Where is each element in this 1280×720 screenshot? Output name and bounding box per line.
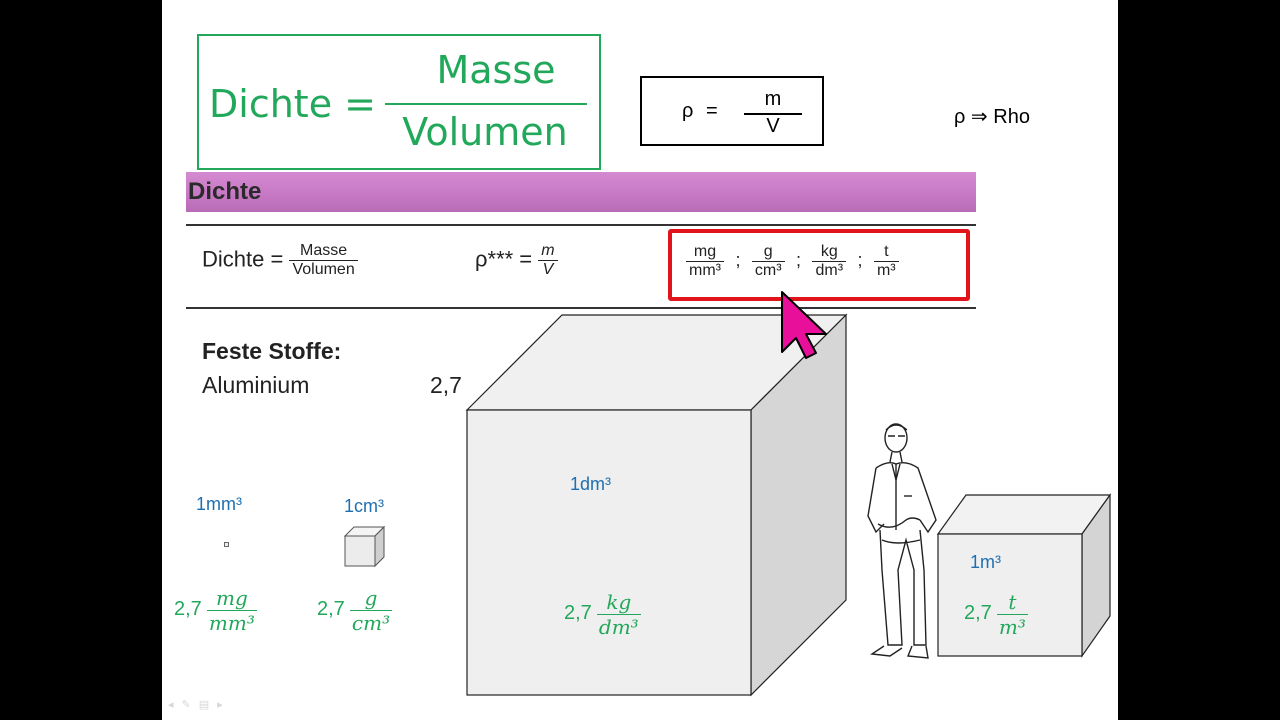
density-denominator: cm³ <box>349 610 393 635</box>
density-numerator: t <box>1008 590 1017 614</box>
main-formula-numerator: Masse <box>436 48 556 92</box>
unit-numerator: mg <box>693 243 717 260</box>
book-top-rule <box>186 224 976 226</box>
cube-dm3-front-face <box>466 409 752 696</box>
unit-denominator: m³ <box>873 261 899 280</box>
density-value: 2,7 <box>964 602 992 624</box>
density-value: 2,7 <box>564 602 592 624</box>
cube-mm3-label: 1mm³ <box>196 494 242 514</box>
unit-mg-mm3: mg mm³ <box>686 243 724 280</box>
nav-arrows-icon[interactable]: ◂✎▤▸ <box>168 698 231 711</box>
density-fraction: t m³ <box>996 590 1028 639</box>
material-density-value: 2,7 <box>430 372 462 398</box>
units-row: mg mm³ ; g cm³ ; kg dm³ ; t m³ <box>686 243 899 280</box>
pointer-cursor-icon <box>781 291 827 359</box>
unit-kg-dm3: kg dm³ <box>812 243 847 280</box>
unit-separator: ; <box>735 249 741 270</box>
book-formula-row: Dichte = Masse Volumen <box>202 242 358 279</box>
unit-denominator: dm³ <box>812 261 847 280</box>
main-formula-left: Dichte = <box>209 82 376 126</box>
cube-cm3-drawing <box>344 526 386 568</box>
density-fraction: mg mm³ <box>206 586 257 635</box>
book-rho-numerator: m <box>541 242 555 259</box>
book-formula-fraction: Masse Volumen <box>289 242 358 279</box>
book-formula-left: Dichte = <box>202 246 284 272</box>
density-denominator: dm³ <box>596 614 641 639</box>
rho-symbol: ρ <box>682 100 694 122</box>
book-formula-numerator: Masse <box>300 242 348 259</box>
density-value: 2,7 <box>174 598 202 620</box>
book-bottom-rule <box>186 307 976 309</box>
density-denominator: mm³ <box>206 610 257 635</box>
main-formula-box: Dichte = Masse Volumen <box>197 34 601 170</box>
rho-equals: = <box>706 100 718 122</box>
density-denominator: m³ <box>996 614 1028 639</box>
solids-heading: Feste Stoffe: <box>202 338 342 364</box>
density-t-m3: 2,7 t m³ <box>964 590 1028 639</box>
cube-dm3-label: 1dm³ <box>570 474 612 494</box>
unit-g-cm3: g cm³ <box>751 243 785 280</box>
book-rho-fraction: m V <box>538 242 558 279</box>
unit-numerator: t <box>884 243 889 260</box>
cube-mm3-drawing <box>224 542 229 547</box>
book-formula-denominator: Volumen <box>289 260 358 279</box>
book-rho-left: ρ*** = <box>475 246 533 272</box>
book-rho-row: ρ*** = m V <box>475 242 558 279</box>
density-mg-mm3: 2,7 mg mm³ <box>174 586 257 635</box>
cube-dm3-drawing <box>465 313 848 697</box>
main-formula-denominator: Volumen <box>402 110 568 154</box>
rho-formula-box: ρ = m V <box>640 76 824 146</box>
density-fraction: kg dm³ <box>596 590 641 639</box>
density-numerator: kg <box>606 590 632 614</box>
unit-numerator: g <box>763 243 773 260</box>
density-g-cm3: 2,7 g cm³ <box>317 586 393 635</box>
unit-separator: ; <box>796 249 802 270</box>
book-title: Dichte <box>188 178 262 205</box>
rho-fraction-line <box>744 113 802 115</box>
rho-denominator: V <box>766 115 780 137</box>
book-title-band: Dichte <box>186 172 976 212</box>
rho-name-label: ρ ⇒ Rho <box>954 106 1030 128</box>
cube-m3-drawing <box>936 493 1112 658</box>
unit-denominator: cm³ <box>751 261 785 280</box>
density-numerator: mg <box>215 586 248 610</box>
book-rho-denominator: V <box>538 260 558 279</box>
rho-numerator: m <box>764 88 782 110</box>
units-highlight-box: mg mm³ ; g cm³ ; kg dm³ ; t m³ <box>668 229 970 301</box>
slide: Dichte = Masse Volumen ρ = m V ρ ⇒ Rho D… <box>162 0 1118 720</box>
unit-t-m3: t m³ <box>873 243 899 280</box>
density-value: 2,7 <box>317 598 345 620</box>
cube-cm3-label: 1cm³ <box>344 496 384 516</box>
material-name: Aluminium <box>202 372 310 398</box>
density-numerator: g <box>364 586 378 610</box>
unit-denominator: mm³ <box>686 261 724 280</box>
cube-m3-label: 1m³ <box>970 552 1001 572</box>
main-formula-fraction-line <box>385 103 587 105</box>
density-fraction: g cm³ <box>349 586 393 635</box>
unit-separator: ; <box>857 249 863 270</box>
density-kg-dm3: 2,7 kg dm³ <box>564 590 641 639</box>
unit-numerator: kg <box>820 243 838 260</box>
person-illustration <box>867 423 937 659</box>
